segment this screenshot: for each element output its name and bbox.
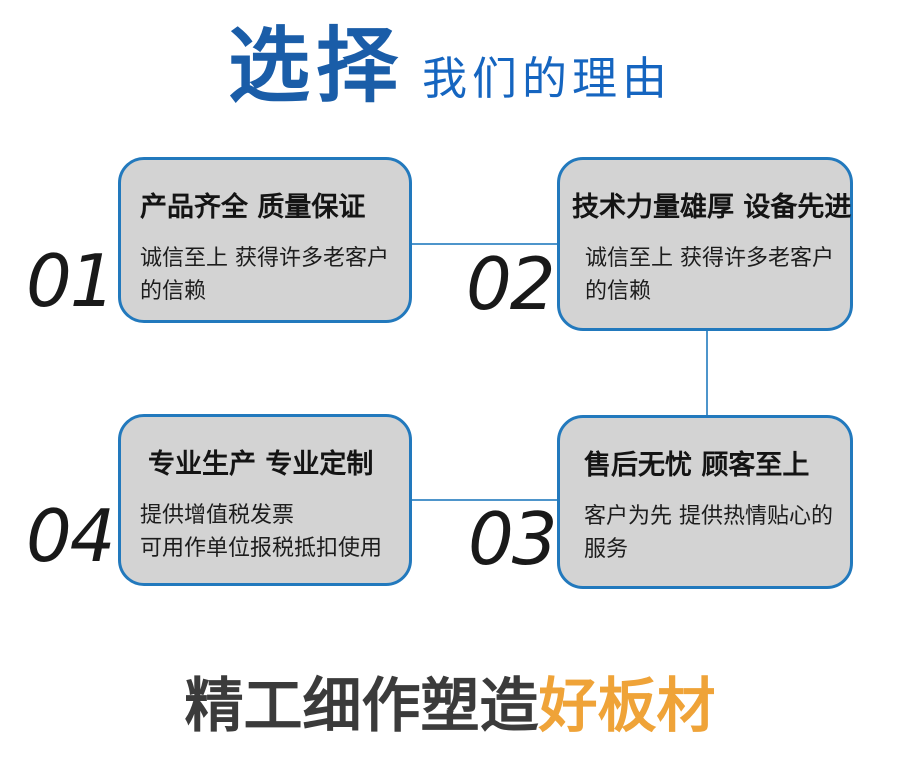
footer-slogan-gray: 精工细作塑造 <box>184 671 539 740</box>
page-title-sub: 我们的理由 <box>422 51 673 105</box>
feature-card-02-desc: 诚信至上 获得许多老客户 的信赖 <box>572 242 836 308</box>
feature-card-01-desc: 诚信至上 获得许多老客户 的信赖 <box>140 242 395 308</box>
connector-card4-card3 <box>410 499 558 501</box>
feature-card-02-desc-line2: 的信赖 <box>585 279 652 305</box>
feature-card-01-desc-line2: 的信赖 <box>140 279 207 305</box>
footer-slogan: 精工细作塑造好板材 <box>0 672 900 740</box>
step-number-03: 03 <box>468 497 558 581</box>
feature-card-03-title: 售后无忧 顾客至上 <box>584 450 810 481</box>
feature-card-04: 专业生产 专业定制 提供增值税发票 可用作单位报税抵扣使用 <box>118 414 412 586</box>
feature-card-03-desc-line2: 服务 <box>584 537 629 563</box>
connector-card1-card2 <box>410 243 558 245</box>
feature-card-02: 技术力量雄厚 设备先进 诚信至上 获得许多老客户 的信赖 <box>557 157 853 331</box>
feature-card-04-desc: 提供增值税发票 可用作单位报税抵扣使用 <box>140 499 395 565</box>
step-number-01: 01 <box>26 239 116 323</box>
feature-card-04-title: 专业生产 专业定制 <box>148 449 374 480</box>
feature-card-04-desc-line1: 提供增值税发票 <box>140 503 295 529</box>
page-title: 选择 我们的理由 <box>0 19 900 114</box>
feature-card-02-title: 技术力量雄厚 设备先进 <box>572 192 852 223</box>
feature-card-04-desc-line2: 可用作单位报税抵扣使用 <box>140 536 383 562</box>
feature-card-01: 产品齐全 质量保证 诚信至上 获得许多老客户 的信赖 <box>118 157 412 323</box>
feature-card-02-desc-line1: 诚信至上 获得许多老客户 <box>585 246 834 272</box>
footer-slogan-orange: 好板材 <box>538 671 716 740</box>
feature-card-03-desc-line1: 客户为先 提供热情贴心的 <box>584 504 833 530</box>
feature-card-01-desc-line1: 诚信至上 获得许多老客户 <box>140 246 389 272</box>
step-number-04: 04 <box>26 494 116 578</box>
page-title-main: 选择 <box>227 19 404 114</box>
step-number-02: 02 <box>466 242 556 326</box>
feature-card-03: 售后无忧 顾客至上 客户为先 提供热情贴心的 服务 <box>557 415 853 589</box>
feature-card-03-desc: 客户为先 提供热情贴心的 服务 <box>584 500 836 566</box>
feature-card-01-title: 产品齐全 质量保证 <box>140 192 366 223</box>
connector-card2-card3 <box>706 330 708 416</box>
